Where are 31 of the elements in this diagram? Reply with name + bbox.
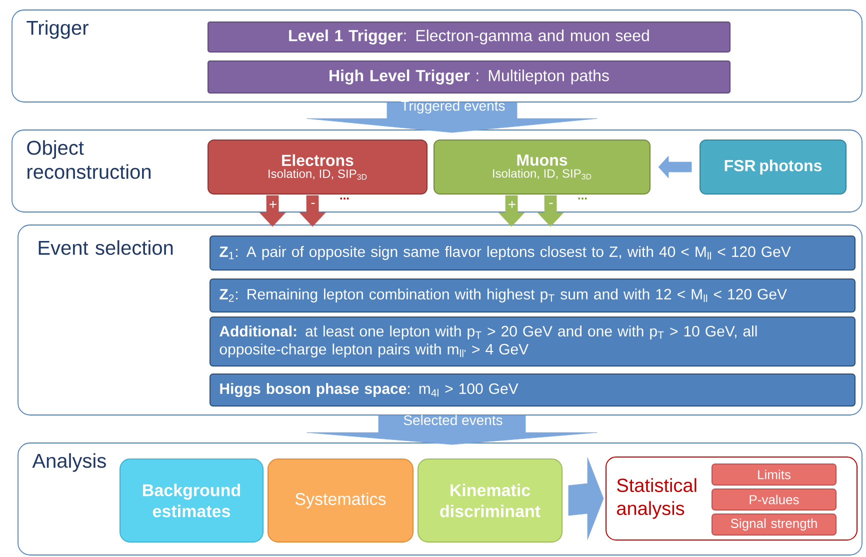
arrow	[658, 156, 692, 178]
selection-box: Z$_{2}$: Remaining lepton combination with highest p$_{T}$ sum and with 12 < M$_{ll}$ < 120 GeV	[210, 278, 856, 312]
object-box: Muons Isolation, ID, SIP$_{3D}$	[434, 140, 650, 194]
trigger-box: Level 1 Trigger: Electron-gamma and muon seed	[208, 22, 730, 52]
selection-box: Higgs boson phase space: m$_{4l}$ > 100 GeV	[210, 374, 856, 406]
edge-label: Triggered events	[401, 100, 505, 114]
edge-label: -	[311, 202, 315, 204]
result-box: Signal strength	[712, 514, 836, 536]
ellipsis-mark: ...	[340, 198, 349, 200]
analysis-box: Kinematic discriminant	[418, 458, 562, 542]
selection-box: Z$_{1}$: A pair of opposite sign same flavor leptons closest to Z, with 40 < M$_{ll}$ < 120 GeV	[210, 236, 856, 270]
trigger-box: High Level Trigger : Multilepton paths	[208, 60, 730, 94]
edge-label: -	[549, 202, 553, 204]
object-box: Electrons Isolation, ID, SIP$_{3D}$	[208, 140, 428, 194]
selection-box: Additional: at least one lepton with p$_{T}$ > 20 GeV and one with p$_{T}$ > 10 GeV, all opposite-charge lepton pairs with m$_{ll'}$ > 4 GeV	[210, 316, 856, 366]
edge-label: +	[270, 200, 276, 208]
edge-label: Selected events	[404, 414, 502, 426]
edge-label: +	[508, 200, 516, 208]
arrow	[537, 195, 564, 227]
analysis-box: Systematics	[268, 458, 414, 542]
arrow	[306, 102, 598, 133]
arrow	[306, 415, 598, 445]
arrow	[498, 195, 525, 227]
arrow	[259, 195, 286, 227]
result-box: P-values	[712, 488, 836, 510]
analysis-box: Background estimates	[120, 458, 264, 542]
ellipsis-mark: ...	[578, 198, 587, 200]
arrow	[568, 457, 604, 540]
object-box: FSR photons	[700, 140, 847, 194]
result-box: Limits	[712, 464, 836, 486]
arrow	[299, 195, 326, 227]
